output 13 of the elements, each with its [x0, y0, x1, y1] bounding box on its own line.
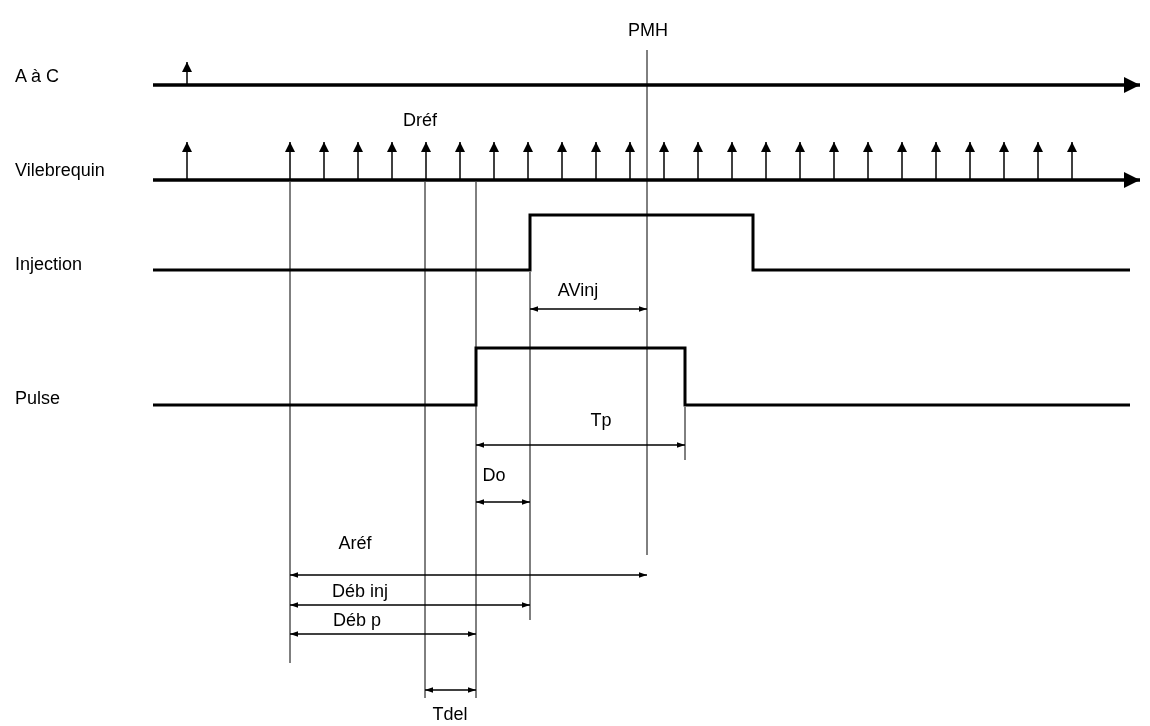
signal-label: Injection: [15, 254, 83, 274]
dimension-label: Tdel: [432, 704, 468, 724]
signal-label: Pulse: [15, 388, 61, 408]
marker-label: PMH: [628, 20, 668, 40]
dimension-label: AVinj: [557, 280, 599, 300]
signal-label: Vilebrequin: [15, 160, 105, 180]
dimension-label: Tp: [590, 410, 612, 430]
dimension-label: Déb inj: [332, 581, 388, 601]
marker-label: Dréf: [403, 110, 437, 130]
signal-label: A à C: [15, 66, 60, 86]
dimension-label: Déb p: [333, 610, 381, 630]
dimension-label: Aréf: [338, 533, 372, 553]
dimension-label: Do: [482, 465, 506, 485]
